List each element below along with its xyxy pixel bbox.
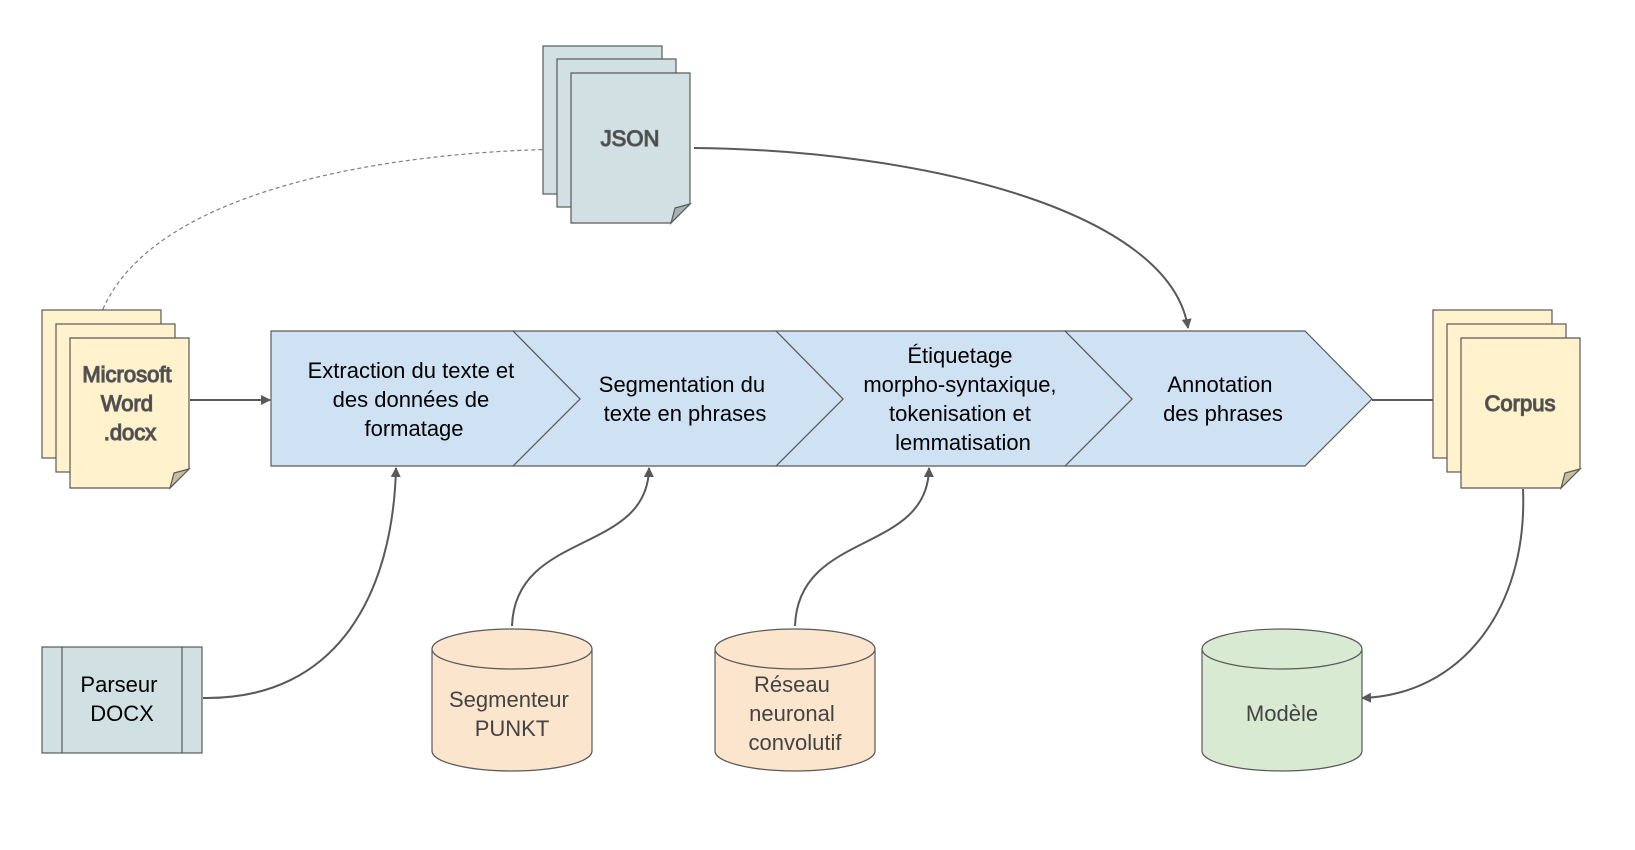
cylinder-body — [714, 649, 876, 772]
model-label: Modèle — [1246, 701, 1318, 726]
connector-word-to-json — [96, 145, 573, 318]
connectors — [96, 145, 1525, 703]
connector-cnn-to-tagging — [794, 467, 934, 627]
document-fold — [168, 467, 192, 491]
pipeline-step-annotation-label: Annotation des phrases — [1163, 372, 1283, 426]
corpus-document-stack: Corpus — [1432, 309, 1583, 491]
connector-json-to-annotation — [693, 147, 1192, 329]
parser-process: Parseur DOCX — [41, 646, 203, 754]
word-document-stack: Microsoft Word .docx — [41, 309, 192, 491]
pipeline-step-1-shape — [270, 330, 581, 467]
parser-box — [41, 646, 203, 754]
punkt-cylinder: Segmenteur PUNKT — [431, 628, 593, 772]
word-label: Microsoft Word .docx — [82, 362, 177, 445]
punkt-label: Segmenteur PUNKT — [449, 687, 575, 741]
pipeline — [270, 330, 1373, 467]
cylinder-body — [431, 649, 593, 772]
cylinder-body — [1201, 649, 1363, 772]
corpus-label: Corpus — [1485, 391, 1556, 416]
model-cylinder: Modèle — [1201, 628, 1363, 772]
pipeline-step-segmentation-label: Segmentation du texte en phrases — [599, 372, 771, 426]
document-fold — [669, 202, 693, 226]
cylinder-top — [1201, 628, 1363, 670]
cnn-cylinder: Réseau neuronal convolutif — [714, 628, 876, 772]
json-document-stack: JSON — [542, 45, 693, 226]
document-fold — [1559, 467, 1583, 491]
pipeline-step-extraction-label: Extraction du texte et des données de fo… — [308, 358, 521, 441]
cylinder-top — [714, 628, 876, 670]
connector-punkt-to-segmentation — [511, 467, 654, 627]
parser-label: Parseur DOCX — [80, 672, 163, 726]
connector-parser-to-extraction — [202, 467, 401, 700]
pipeline-labels: Extraction du texte et des données de fo… — [308, 343, 1283, 455]
cnn-label: Réseau neuronal convolutif — [749, 672, 843, 755]
cylinder-top — [431, 628, 593, 670]
connector-corpus-to-model — [1361, 488, 1525, 703]
json-label: JSON — [601, 126, 660, 151]
pipeline-step-tagging-label: Étiquetage morpho-syntaxique, tokenisati… — [863, 343, 1062, 455]
